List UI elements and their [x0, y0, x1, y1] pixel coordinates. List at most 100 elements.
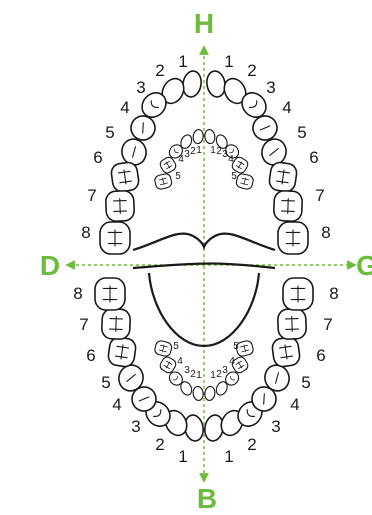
upper-left-child-tooth-5	[154, 173, 173, 190]
axis-label-bottom: B	[197, 483, 217, 514]
upper-left-tooth-6	[110, 161, 140, 193]
lower-left-child-number-5: 5	[173, 341, 179, 352]
upper-left-tooth-1	[182, 70, 202, 98]
upper-right-tooth-8	[277, 221, 309, 255]
upper-left-child-number-5: 5	[175, 171, 181, 182]
upper-right-child-tooth-4	[231, 156, 249, 174]
axis-label-right: G	[356, 250, 372, 281]
upper-right-number-4: 4	[282, 98, 291, 117]
lower-left-number-6: 6	[86, 346, 95, 365]
upper-right-tooth-5	[261, 138, 287, 166]
upper-left-number-8: 8	[81, 223, 90, 242]
upper-left-tooth-2	[161, 77, 185, 105]
lower-left-child-tooth-4	[159, 356, 177, 374]
upper-right-child-tooth-1	[204, 129, 216, 145]
upper-left-child-tooth-4	[159, 156, 177, 174]
lower-left-child-number-2: 2	[190, 369, 196, 380]
lower-left-number-3: 3	[131, 417, 140, 436]
lower-left-child-tooth-2	[180, 381, 193, 396]
lower-left-number-4: 4	[112, 395, 121, 414]
lower-right-child-tooth-2	[215, 381, 228, 396]
upper-left-child-tooth-3	[168, 144, 183, 159]
upper-left-tooth-3	[141, 92, 167, 118]
upper-left-number-2: 2	[155, 61, 164, 80]
upper-right-child-number-2: 2	[216, 146, 222, 157]
upper-left-tooth-7	[105, 190, 135, 222]
upper-left-number-7: 7	[87, 186, 96, 205]
lower-left-tooth-7	[101, 308, 131, 340]
upper-left-number-5: 5	[105, 123, 114, 142]
lower-right-number-6: 6	[316, 346, 325, 365]
upper-right-tooth-7	[273, 190, 303, 222]
upper-left-child-tooth-2	[180, 134, 193, 149]
lower-right-number-7: 7	[323, 315, 332, 334]
lower-right-child-number-2: 2	[216, 369, 222, 380]
upper-left-tooth-5	[121, 138, 147, 166]
upper-right-tooth-3	[241, 92, 267, 118]
lower-lip	[132, 262, 276, 270]
axis-label-top: H	[194, 8, 214, 39]
lower-left-child-tooth-3	[168, 371, 183, 386]
upper-left-child-tooth-1	[192, 129, 204, 145]
upper-right-number-1: 1	[224, 52, 233, 71]
upper-right-number-5: 5	[297, 123, 306, 142]
lower-left-tooth-4	[131, 386, 157, 412]
lower-right-number-3: 3	[271, 417, 280, 436]
tongue	[147, 272, 261, 348]
lower-right-child-number-1: 1	[210, 370, 216, 381]
upper-right-tooth-2	[223, 77, 247, 105]
lower-right-number-2: 2	[247, 435, 256, 454]
upper-right-child-number-1: 1	[210, 145, 216, 156]
upper-right-number-7: 7	[315, 186, 324, 205]
lower-left-tooth-6	[107, 336, 137, 368]
upper-right-child-number-4: 4	[228, 154, 234, 165]
lower-left-tooth-8	[94, 277, 126, 311]
lower-right-tooth-7	[277, 308, 307, 340]
lower-right-child-number-5: 5	[233, 341, 239, 352]
upper-left-child-number-4: 4	[178, 154, 184, 165]
upper-left-number-6: 6	[93, 148, 102, 167]
upper-right-number-3: 3	[266, 78, 275, 97]
lower-right-tooth-4	[251, 386, 277, 412]
lower-left-number-7: 7	[79, 315, 88, 334]
lower-right-child-tooth-1	[204, 385, 216, 401]
lower-left-number-1: 1	[178, 447, 187, 466]
upper-right-child-number-3: 3	[222, 149, 228, 160]
upper-left-tooth-4	[130, 115, 156, 141]
lower-right-number-8: 8	[329, 284, 338, 303]
lower-right-child-tooth-4	[231, 356, 249, 374]
upper-right-number-6: 6	[309, 148, 318, 167]
upper-left-child-number-3: 3	[184, 149, 190, 160]
lower-right-child-tooth-5	[235, 340, 254, 357]
upper-left-child-number-2: 2	[190, 146, 196, 157]
lower-left-child-tooth-1	[192, 385, 204, 401]
lower-left-number-2: 2	[155, 435, 164, 454]
lower-left-child-number-1: 1	[196, 370, 202, 381]
lower-right-tooth-8	[282, 277, 314, 311]
lower-left-child-number-4: 4	[177, 356, 183, 367]
upper-right-child-number-5: 5	[231, 171, 237, 182]
lower-right-child-tooth-3	[225, 371, 240, 386]
lower-right-tooth-6	[271, 336, 301, 368]
lower-left-tooth-5	[118, 364, 144, 392]
lower-right-number-4: 4	[290, 395, 299, 414]
upper-right-tooth-6	[268, 161, 298, 193]
upper-left-tooth-8	[99, 221, 131, 255]
upper-right-child-tooth-2	[215, 134, 228, 149]
upper-right-child-tooth-3	[225, 144, 240, 159]
teeth-layer	[94, 70, 314, 442]
upper-right-tooth-4	[252, 115, 278, 141]
lower-left-child-tooth-5	[154, 340, 173, 357]
upper-left-number-1: 1	[178, 52, 187, 71]
upper-lip	[132, 232, 276, 252]
lower-left-number-5: 5	[101, 373, 110, 392]
upper-right-number-2: 2	[247, 61, 256, 80]
upper-right-number-8: 8	[321, 223, 330, 242]
lower-right-child-number-3: 3	[222, 365, 228, 376]
upper-right-child-tooth-5	[235, 173, 254, 190]
upper-left-number-3: 3	[136, 78, 145, 97]
upper-right-tooth-1	[206, 70, 226, 98]
lower-right-number-1: 1	[224, 447, 233, 466]
